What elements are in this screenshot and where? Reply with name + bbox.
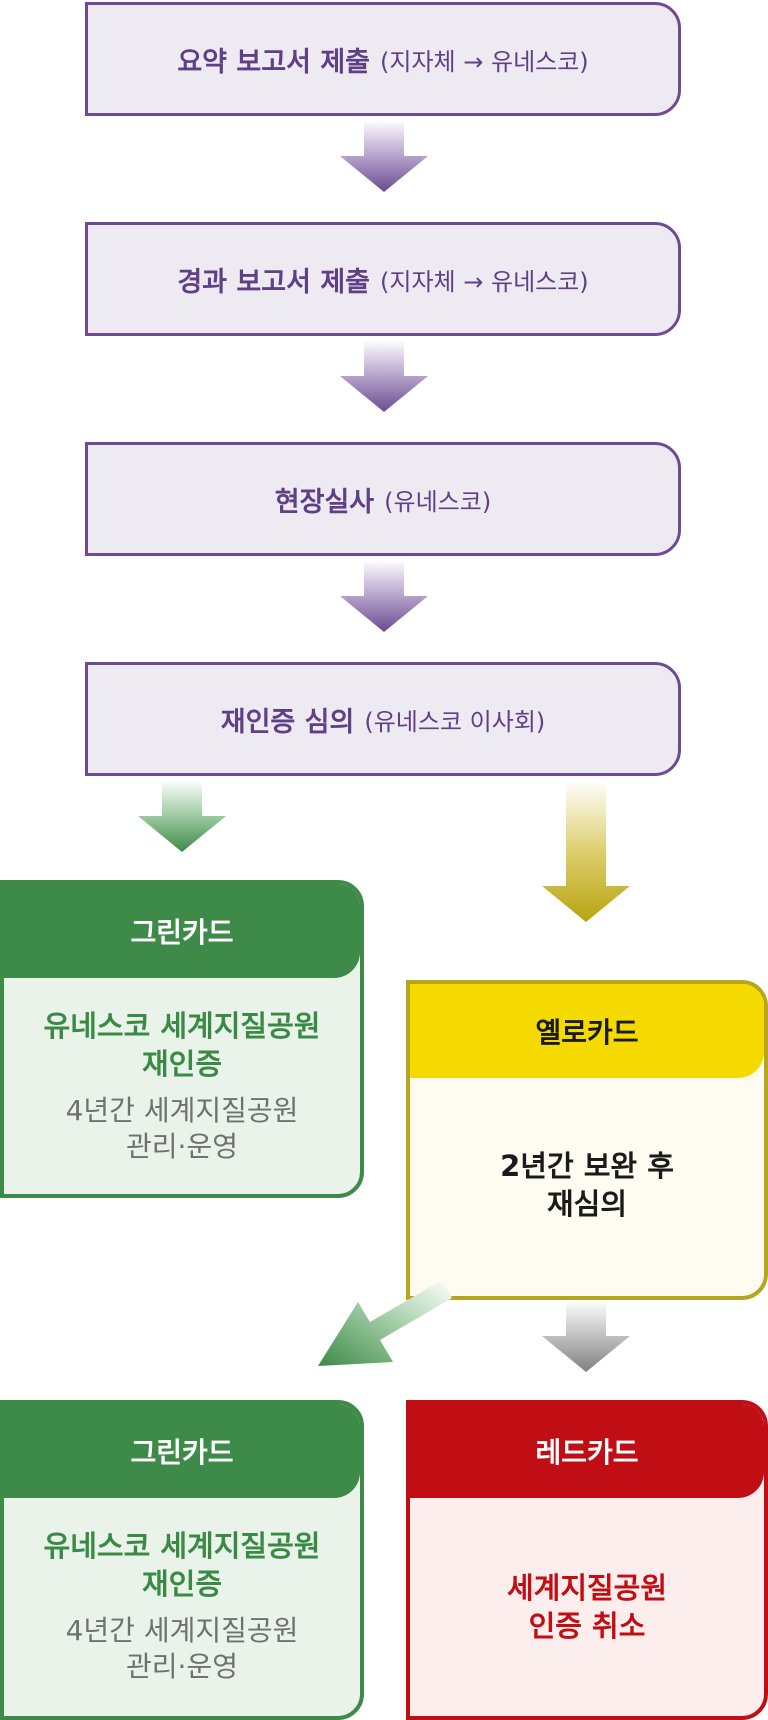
down-arrow-icon (542, 1300, 630, 1372)
down-arrow-icon (542, 780, 630, 922)
card-title: 그린카드 (4, 884, 360, 978)
down-arrow-icon (340, 560, 428, 632)
diagonal-arrow-icon (318, 1280, 452, 1366)
card-body: 2년간 보완 후 재심의 (410, 1078, 764, 1292)
step-sublabel: (유네스코 이사회) (364, 707, 546, 736)
card-text: 세계지질공원 (506, 1571, 668, 1605)
step-label: 현장실사 (274, 486, 375, 518)
step-summary-report: 요약 보고서 제출 (지자체 → 유네스코) (85, 2, 681, 116)
step-progress-report: 경과 보고서 제출 (지자체 → 유네스코) (85, 222, 681, 336)
card-text: 관리·운영 (126, 1650, 238, 1683)
card-body: 유네스코 세계지질공원 재인증 4년간 세계지질공원 관리·운영 (4, 978, 360, 1194)
step-sublabel: (지자체 → 유네스코) (380, 267, 589, 296)
card-text: 2년간 보완 후 (500, 1149, 674, 1183)
step-sublabel: (지자체 → 유네스코) (380, 47, 589, 76)
card-text: 유네스코 세계지질공원 (43, 1529, 321, 1563)
card-text: 4년간 세계지질공원 (65, 1094, 299, 1127)
down-arrow-icon (340, 120, 428, 192)
down-arrow-icon (138, 780, 226, 852)
card-title: 그린카드 (4, 1404, 360, 1498)
card-body: 유네스코 세계지질공원 재인증 4년간 세계지질공원 관리·운영 (4, 1498, 360, 1714)
down-arrow-icon (340, 340, 428, 412)
step-label: 재인증 심의 (220, 706, 355, 738)
step-revalidation-review: 재인증 심의 (유네스코 이사회) (85, 662, 681, 776)
card-text: 4년간 세계지질공원 (65, 1614, 299, 1647)
card-text: 유네스코 세계지질공원 (43, 1009, 321, 1043)
card-text: 인증 취소 (528, 1609, 646, 1643)
card-title: 옐로카드 (410, 984, 764, 1078)
green-card: 그린카드 유네스코 세계지질공원 재인증 4년간 세계지질공원 관리·운영 (0, 880, 364, 1198)
card-text: 관리·운영 (126, 1130, 238, 1163)
card-text: 재인증 (141, 1047, 223, 1081)
red-card: 레드카드 세계지질공원 인증 취소 (406, 1400, 768, 1720)
card-text: 재인증 (141, 1567, 223, 1601)
card-title: 레드카드 (410, 1404, 764, 1498)
step-site-inspection: 현장실사 (유네스코) (85, 442, 681, 556)
green-card: 그린카드 유네스코 세계지질공원 재인증 4년간 세계지질공원 관리·운영 (0, 1400, 364, 1720)
yellow-card: 옐로카드 2년간 보완 후 재심의 (406, 980, 768, 1300)
step-label: 경과 보고서 제출 (177, 266, 371, 298)
step-label: 요약 보고서 제출 (177, 46, 371, 78)
card-body: 세계지질공원 인증 취소 (410, 1498, 764, 1716)
card-text: 재심의 (546, 1187, 628, 1221)
step-sublabel: (유네스코) (384, 487, 492, 516)
